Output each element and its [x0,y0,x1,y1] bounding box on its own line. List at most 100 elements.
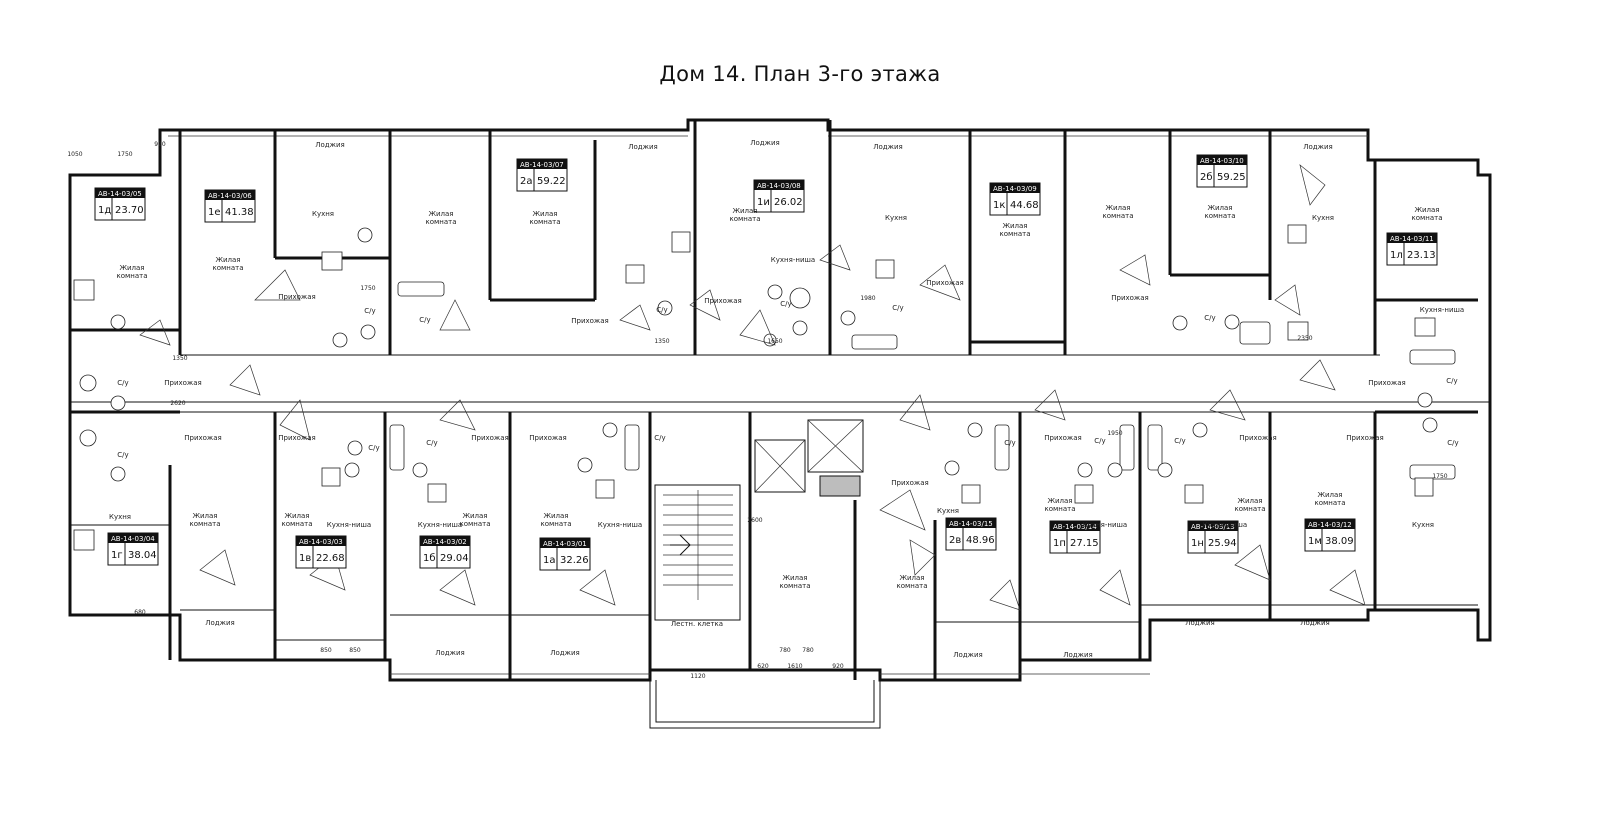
room-label: Прихожая [571,317,609,325]
apartment-number: 1л [1390,250,1403,261]
room-label: Прихожая [704,297,742,305]
apartment-number: 2б [1200,172,1213,183]
apartment-code: АВ-14-03/05 [98,190,142,198]
room-label: Лоджия [1185,619,1214,627]
room-label: Лоджия [435,649,464,657]
dimension: 850 [349,647,361,654]
dimension: 1750 [1432,473,1447,480]
apartment-tag-header [540,538,590,548]
dimension: 1980 [860,295,875,302]
apartment-tag-header [990,183,1040,193]
room-label: Кухня-ниша [1203,521,1247,529]
room-label: Лоджия [873,143,902,151]
room-label: Лоджия [315,141,344,149]
apartment-area: 59.22 [537,176,566,187]
dimension-labels: 1050 1750 920 2620 680 850 850 1120 620 … [67,141,1447,680]
room-label: Прихожая [1044,434,1082,442]
apartment-tag-header [1305,519,1355,529]
dimension: 780 [779,647,791,654]
dimension: 1650 [767,338,782,345]
dimension: 1350 [654,338,669,345]
room-label: Лоджия [953,651,982,659]
stairwell-label: Лестн. клетка [671,620,723,628]
room-label: Прихожая [278,293,316,301]
room-label: Кухня [1312,214,1334,222]
apartment-number: 1е [208,207,221,218]
apartment-number: 1а [543,555,556,566]
room-label: С/у [419,316,430,324]
page-title: Дом 14. План 3-го этажа [659,62,941,86]
room-label: Прихожая [471,434,509,442]
apartment-number: 1п [1053,538,1066,549]
room-label: С/у [1094,437,1105,445]
apartment-area: 27.15 [1070,538,1099,549]
room-label: С/у [892,304,903,312]
room-label: Кухня-ниша [327,521,371,529]
apartment-area: 48.96 [966,535,995,546]
room-label: С/у [1174,437,1185,445]
apartment-number: 2а [520,176,533,187]
dimension: 2600 [747,517,762,524]
dimension: 680 [134,609,146,616]
dimension: 1750 [117,151,132,158]
room-label: С/у [117,379,128,387]
room-label: Прихожая [164,379,202,387]
apartment-code: АВ-14-03/09 [993,185,1037,193]
apartment-code: АВ-14-03/15 [949,520,993,528]
apartment-tag-header [296,536,346,546]
room-label: Кухня-ниша [771,256,815,264]
dimension: 920 [832,663,844,670]
apartment-code: АВ-14-03/13 [1191,523,1235,531]
dimension: 1610 [787,663,802,670]
room-label: Прихожая [1368,379,1406,387]
apartment-area: 44.68 [1010,200,1039,211]
room-label: С/у [426,439,437,447]
apartment-code: АВ-14-03/01 [543,540,587,548]
apartment-number: 1д [98,205,111,216]
apartment-area: 25.94 [1208,538,1237,549]
room-label: Прихожая [891,479,929,487]
apartment-code: АВ-14-03/11 [1390,235,1434,243]
apartment-area: 23.70 [115,205,144,216]
apartment-code: АВ-14-03/08 [757,182,801,190]
room-label: Лоджия [1300,619,1329,627]
dimension: 2620 [170,400,185,407]
dimension: 1050 [67,151,82,158]
room-label: С/у [1004,439,1015,447]
stairwell [654,419,864,621]
apartment-tag: АВ-14-03/01 1а 32.26 [539,537,591,571]
apartment-area: 22.68 [316,553,345,564]
room-label: Прихожая [1346,434,1384,442]
room-label: Кухня-ниша [598,521,642,529]
dimension: 920 [154,141,166,148]
apartment-area: 32.26 [560,555,589,566]
room-label: Лоджия [750,139,779,147]
dimension: 1350 [172,355,187,362]
room-label: С/у [368,444,379,452]
room-label: С/у [656,306,667,314]
